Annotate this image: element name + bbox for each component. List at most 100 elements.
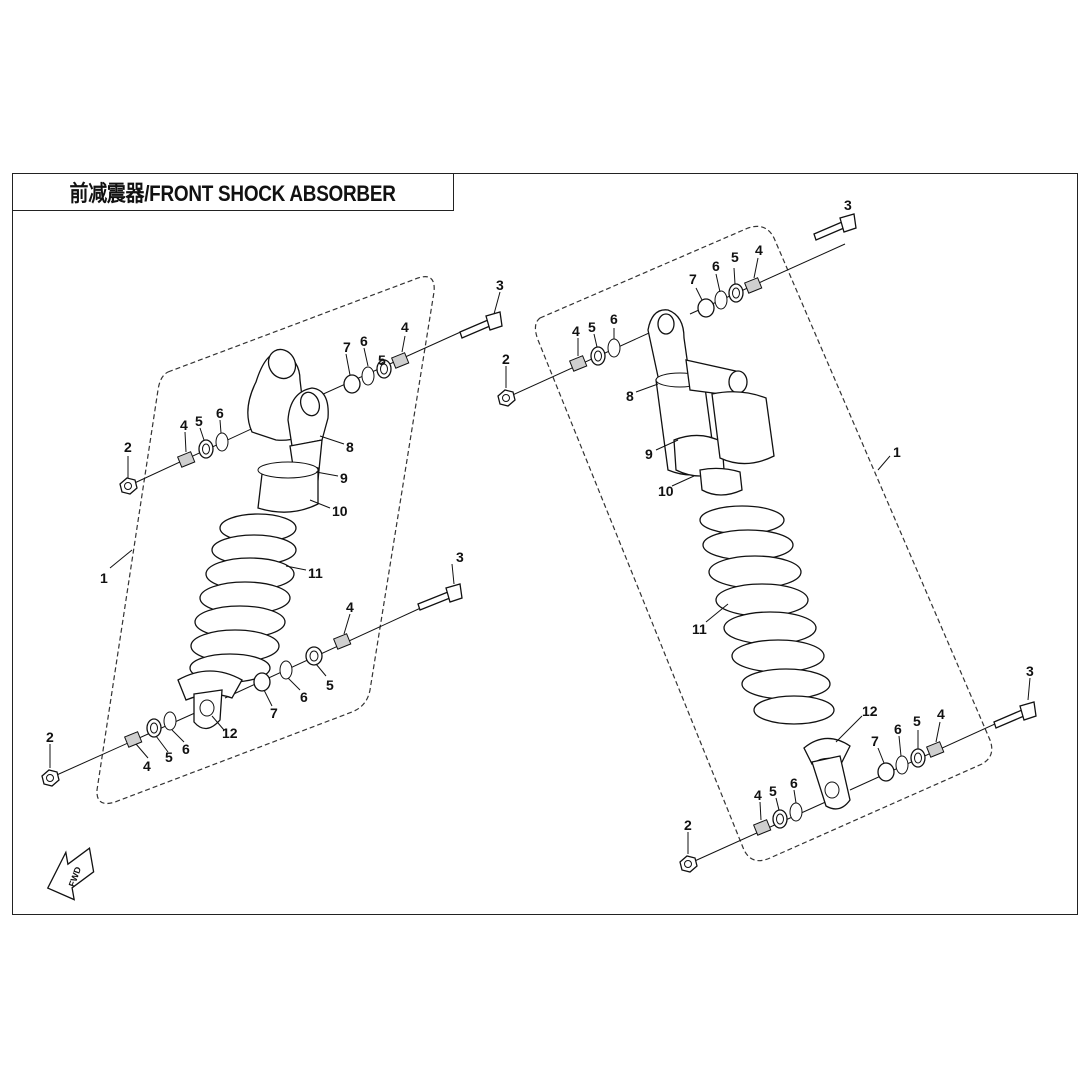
callout-5: 5: [326, 677, 334, 693]
callout-9: 9: [340, 470, 348, 486]
callout-7: 7: [689, 271, 697, 287]
spacer: [332, 633, 352, 650]
callout-3: 3: [1026, 663, 1034, 679]
collar: [699, 467, 743, 496]
callout-6: 6: [610, 311, 618, 327]
upper-eye-hole: [299, 391, 321, 417]
washer-hole: [776, 813, 784, 825]
bolt-shank: [813, 221, 845, 241]
callout-7: 7: [270, 705, 278, 721]
bolt-shank: [993, 709, 1025, 729]
nut-hole: [502, 394, 510, 402]
callout-6: 6: [790, 775, 798, 791]
coil-spring: [699, 505, 835, 725]
callout-1: 1: [893, 444, 901, 460]
callout-12: 12: [862, 703, 878, 719]
washer-hole: [309, 650, 319, 662]
callout-6: 6: [360, 333, 368, 349]
reservoir-cap: [267, 348, 297, 380]
spacer: [568, 355, 588, 372]
spacer: [925, 741, 945, 758]
callout-6: 6: [216, 405, 224, 421]
callout-2: 2: [684, 817, 692, 833]
callout-4: 4: [180, 417, 188, 433]
callout-11: 11: [692, 621, 707, 637]
callout-4: 4: [346, 599, 354, 615]
callout-5: 5: [378, 352, 386, 368]
nut-hole: [684, 860, 692, 868]
callout-4: 4: [754, 787, 762, 803]
o-ring: [714, 290, 728, 310]
callout-4: 4: [401, 319, 409, 335]
diagram-title: 前减震器/FRONT SHOCK ABSORBER: [69, 181, 397, 206]
bolt-shank: [417, 591, 451, 611]
right-shock-assembly: 1 2 2 3 3 4 4 4 4 5 5 5 5 6 6 6 6 7 7 8 …: [497, 197, 1037, 873]
callout-3: 3: [496, 277, 504, 293]
spacer: [752, 819, 772, 836]
callout-9: 9: [645, 446, 653, 462]
bolt-head: [485, 311, 503, 331]
callout-4: 4: [755, 242, 763, 258]
left-assembly-outline: [96, 276, 435, 805]
bolt-head: [1019, 701, 1037, 721]
callout-10: 10: [332, 503, 348, 519]
callout-6: 6: [712, 258, 720, 274]
title-box: 前减震器/FRONT SHOCK ABSORBER: [12, 173, 454, 211]
lower-eye-hole: [199, 699, 215, 717]
callout-1: 1: [100, 570, 108, 586]
spacer: [123, 731, 143, 748]
axis-line: [127, 423, 263, 487]
o-ring: [789, 802, 803, 822]
bushing: [877, 762, 895, 782]
o-ring: [607, 338, 621, 358]
bolt-head: [839, 213, 857, 233]
washer-hole: [914, 752, 922, 764]
washer-hole: [380, 363, 388, 375]
callout-7: 7: [343, 339, 351, 355]
callout-7: 7: [871, 733, 879, 749]
callout-2: 2: [46, 729, 54, 745]
left-shock-assembly: 1 2 2 3 3 4 4 4 4 5 5 5 5 6 6 6 6 7 7 8 …: [41, 276, 504, 805]
coil-spring: [189, 513, 297, 683]
right-assembly-outline: [534, 225, 993, 862]
lower-eye-hole: [824, 781, 840, 799]
callout-4: 4: [572, 323, 580, 339]
callout-5: 5: [195, 413, 203, 429]
callout-3: 3: [456, 549, 464, 565]
bushing: [697, 298, 715, 318]
o-ring: [279, 660, 293, 680]
spacer: [743, 277, 763, 294]
reservoir-cap: [728, 370, 748, 394]
bolt-head: [445, 583, 463, 603]
callout-5: 5: [913, 713, 921, 729]
washer-hole: [732, 287, 740, 299]
spacer: [390, 352, 410, 369]
diagram-frame: [12, 173, 1078, 915]
spacer: [176, 451, 196, 468]
o-ring: [163, 711, 177, 731]
spring-seat-top: [257, 461, 319, 479]
callout-3: 3: [844, 197, 852, 213]
callout-5: 5: [165, 749, 173, 765]
o-ring: [215, 432, 229, 452]
callout-8: 8: [346, 439, 354, 455]
callout-5: 5: [769, 783, 777, 799]
callout-8: 8: [626, 388, 634, 404]
bolt-shank: [459, 319, 491, 339]
upper-eye-hole: [657, 313, 675, 335]
callout-5: 5: [588, 319, 596, 335]
callout-4: 4: [937, 706, 945, 722]
callout-2: 2: [502, 351, 510, 367]
callout-6: 6: [300, 689, 308, 705]
bushing: [343, 374, 361, 394]
nut-hole: [46, 774, 54, 782]
bushing: [253, 672, 271, 692]
washer-hole: [150, 722, 158, 734]
callout-2: 2: [124, 439, 132, 455]
callout-6: 6: [182, 741, 190, 757]
o-ring: [361, 366, 375, 386]
washer-hole: [202, 443, 210, 455]
forward-arrow-icon: FWD: [46, 847, 95, 901]
reservoir-body: [711, 391, 775, 465]
